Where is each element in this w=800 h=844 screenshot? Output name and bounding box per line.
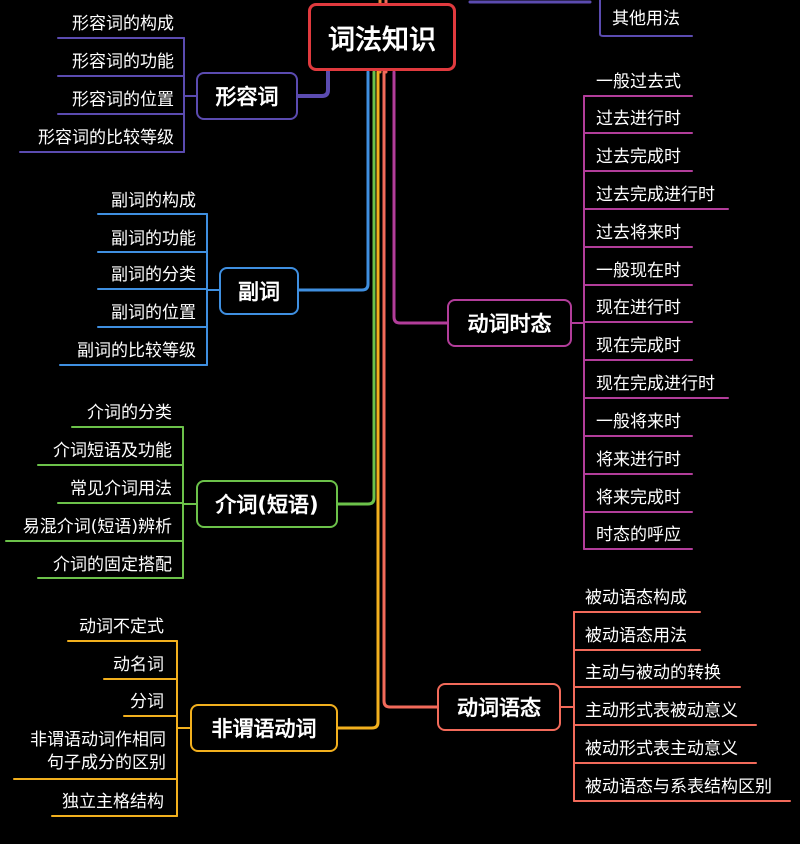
branch-preposition[interactable]: 介词(短语) [196, 480, 338, 528]
leaf-adjective-item[interactable]: 形容词的构成 [72, 14, 174, 34]
leaf-preposition-item[interactable]: 介词短语及功能 [53, 441, 172, 461]
leaf-adjective-item[interactable]: 形容词的比较等级 [38, 128, 174, 148]
leaf-nonfinite-item[interactable]: 独立主格结构 [62, 792, 164, 812]
root-node[interactable]: 词法知识 [308, 3, 456, 71]
leaf-voice-item[interactable]: 被动语态与系表结构区别 [585, 777, 772, 797]
trunk-adjective [296, 58, 330, 98]
leaf-tense-item[interactable]: 现在完成进行时 [596, 374, 715, 394]
leaf-tense-item[interactable]: 时态的呼应 [596, 525, 681, 545]
leaf-tense-item[interactable]: 一般将来时 [596, 412, 681, 432]
trunk-preposition [336, 70, 376, 506]
leaf-tense-item[interactable]: 过去完成时 [596, 147, 681, 167]
leaf-adjective-item[interactable]: 形容词的功能 [72, 52, 174, 72]
leaf-tense-item[interactable]: 现在完成时 [596, 336, 681, 356]
branch-adjective[interactable]: 形容词 [196, 72, 298, 120]
leaf-tense-item[interactable]: 将来进行时 [596, 450, 681, 470]
leaf-tense-item[interactable]: 一般现在时 [596, 261, 681, 281]
leaf-voice-item[interactable]: 被动语态用法 [585, 626, 687, 646]
leaf-nonfinite-item[interactable]: 分词 [130, 692, 164, 712]
leaf-tense-item[interactable]: 现在进行时 [596, 298, 681, 318]
leaf-tense-item[interactable]: 过去完成进行时 [596, 185, 715, 205]
leaf-tense-item[interactable]: 一般过去式 [596, 72, 681, 92]
trunk-voice [382, 70, 439, 709]
leaf-adverb-item[interactable]: 副词的功能 [111, 229, 196, 249]
leaf-preposition-item[interactable]: 介词的固定搭配 [53, 555, 172, 575]
leaf-voice-item[interactable]: 主动形式表被动意义 [585, 701, 738, 721]
leaf-adjective-item[interactable]: 形容词的位置 [72, 90, 174, 110]
leaf-other-usage[interactable]: 其他用法 [612, 9, 680, 29]
leaf-nonfinite-item[interactable]: 动名词 [113, 655, 164, 675]
leaf-voice-item[interactable]: 被动形式表主动意义 [585, 739, 738, 759]
branch-voice[interactable]: 动词语态 [437, 683, 561, 731]
leaf-preposition-item[interactable]: 介词的分类 [87, 403, 172, 423]
leaf-tense-item[interactable]: 过去进行时 [596, 109, 681, 129]
leaf-nonfinite-item[interactable]: 非谓语动词作相同句子成分的区别 [30, 730, 166, 773]
leaf-adverb-item[interactable]: 副词的构成 [111, 191, 196, 211]
leaf-voice-item[interactable]: 被动语态构成 [585, 588, 687, 608]
leaf-nonfinite-item[interactable]: 动词不定式 [79, 617, 164, 637]
leaf-adverb-item[interactable]: 副词的比较等级 [77, 341, 196, 361]
leaf-tense-item[interactable]: 过去将来时 [596, 223, 681, 243]
branch-nonfinite[interactable]: 非谓语动词 [190, 704, 338, 752]
trunk-nonfinite [336, 70, 380, 730]
leaf-preposition-item[interactable]: 常见介词用法 [70, 479, 172, 499]
leaf-tense-item[interactable]: 将来完成时 [596, 488, 681, 508]
trunk-adverb [297, 70, 370, 292]
leaf-voice-item[interactable]: 主动与被动的转换 [585, 663, 721, 683]
trunk-tense [392, 70, 449, 325]
leaf-adverb-item[interactable]: 副词的位置 [111, 303, 196, 323]
leaf-line-other [599, 0, 693, 37]
leaf-adverb-item[interactable]: 副词的分类 [111, 265, 196, 285]
branch-tense[interactable]: 动词时态 [447, 299, 572, 347]
leaf-preposition-item[interactable]: 易混介词(短语)辨析 [22, 517, 172, 537]
branch-adverb[interactable]: 副词 [219, 267, 299, 315]
